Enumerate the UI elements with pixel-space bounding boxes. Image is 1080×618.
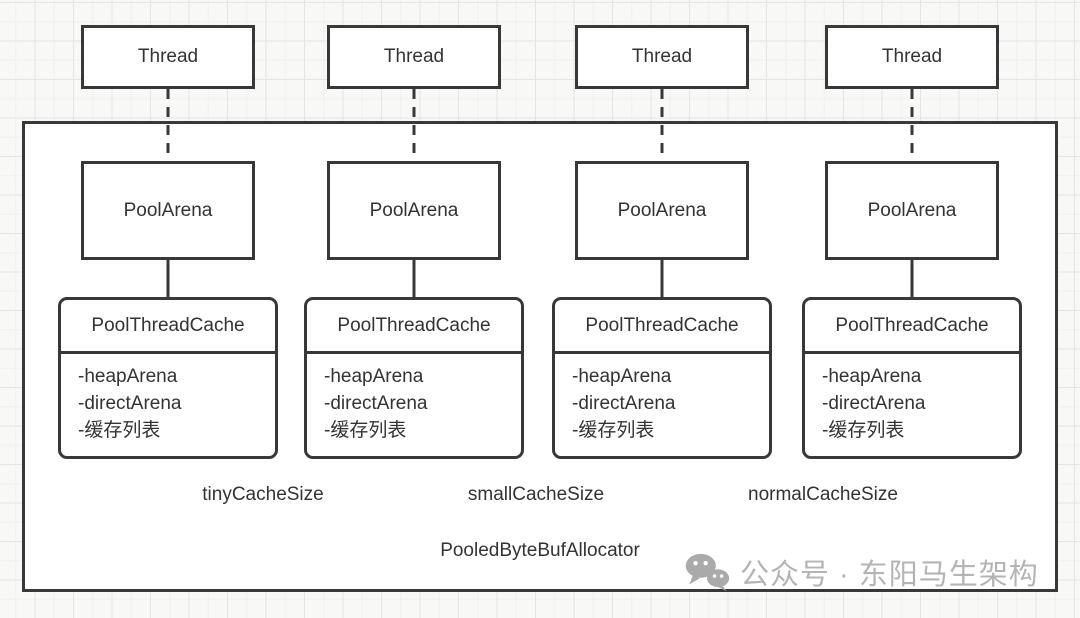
label-small-cache-size: smallCacheSize: [467, 484, 605, 505]
thread-box: Thread: [825, 25, 999, 89]
poolthreadcache-title: PoolThreadCache: [307, 300, 521, 354]
thread-box: Thread: [81, 25, 255, 89]
label-tiny-cache-size: tinyCacheSize: [202, 484, 324, 505]
cache-attr-cache-list: -缓存列表: [78, 420, 161, 441]
poolarena-box: PoolArena: [81, 161, 255, 260]
cache-attr-heap-arena: -heapArena: [324, 366, 424, 387]
cache-attr-heap-arena: -heapArena: [78, 366, 178, 387]
poolthreadcache-title: PoolThreadCache: [61, 300, 275, 354]
cache-attr-heap-arena: -heapArena: [822, 366, 922, 387]
watermark-text: 公众号 · 东阳马生架构: [740, 559, 1039, 591]
cache-attr-cache-list: -缓存列表: [572, 420, 655, 441]
label-pooled-bytebuf-allocator: PooledByteBufAllocator: [440, 540, 640, 561]
label-normal-cache-size: normalCacheSize: [748, 484, 898, 505]
cache-attr-direct-arena: -directArena: [822, 393, 926, 414]
thread-box: Thread: [575, 25, 749, 89]
poolarena-box: PoolArena: [825, 161, 999, 260]
poolthreadcache-box: PoolThreadCache -heapArena -directArena …: [304, 297, 524, 459]
cache-attr-direct-arena: -directArena: [78, 393, 182, 414]
watermark: 公众号 · 东阳马生架构: [684, 551, 1039, 593]
cache-attr-direct-arena: -directArena: [572, 393, 676, 414]
cache-attr-direct-arena: -directArena: [324, 393, 428, 414]
poolthreadcache-box: PoolThreadCache -heapArena -directArena …: [552, 297, 772, 459]
poolarena-box: PoolArena: [575, 161, 749, 260]
cache-attr-heap-arena: -heapArena: [572, 366, 672, 387]
poolthreadcache-title: PoolThreadCache: [805, 300, 1019, 354]
poolarena-box: PoolArena: [327, 161, 501, 260]
thread-box: Thread: [327, 25, 501, 89]
poolthreadcache-box: PoolThreadCache -heapArena -directArena …: [802, 297, 1022, 459]
poolthreadcache-box: PoolThreadCache -heapArena -directArena …: [58, 297, 278, 459]
cache-attr-cache-list: -缓存列表: [324, 420, 407, 441]
poolthreadcache-title: PoolThreadCache: [555, 300, 769, 354]
cache-attr-cache-list: -缓存列表: [822, 420, 905, 441]
wechat-icon: [684, 552, 730, 592]
